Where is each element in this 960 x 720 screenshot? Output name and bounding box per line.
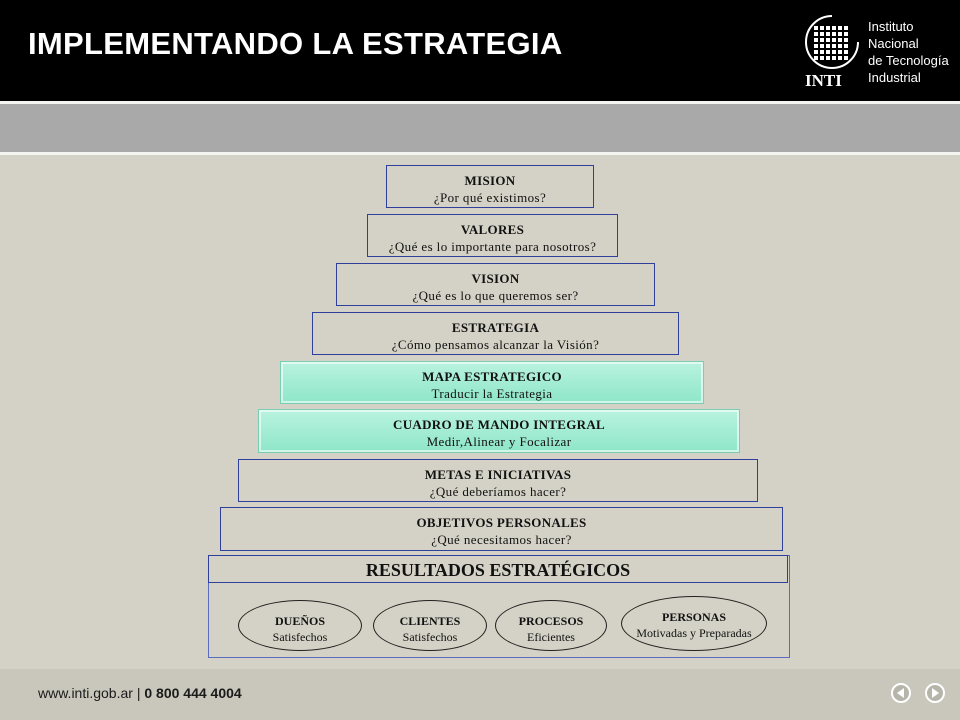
pyramid-level-vision: VISION ¿Qué es lo que queremos ser?: [336, 263, 655, 306]
next-slide-button[interactable]: [925, 683, 945, 703]
footer-phone: 0 800 444 4004: [144, 685, 242, 701]
pyramid-level-subtitle: ¿Cómo pensamos alcanzar la Visión?: [391, 337, 600, 352]
arrow-right-icon: [932, 688, 939, 698]
result-title: PERSONAS: [661, 610, 726, 624]
logo-line: de Tecnología: [868, 53, 949, 68]
band-divider: [0, 152, 960, 155]
logo-institution-name: Instituto Nacional de Tecnología Industr…: [868, 18, 949, 86]
arrow-left-icon: [897, 688, 904, 698]
result-title: PROCESOS: [518, 614, 584, 628]
pyramid-level-subtitle: ¿Por qué existimos?: [433, 190, 547, 205]
result-subtitle: Satisfechos: [402, 630, 458, 644]
result-title: DUEÑOS: [274, 614, 325, 628]
pyramid-level-mapa-estrategico: MAPA ESTRATEGICO Traducir la Estrategia: [280, 361, 704, 404]
logo-line: Instituto: [868, 19, 914, 34]
footer-url[interactable]: www.inti.gob.ar: [38, 685, 133, 701]
header-divider: [0, 101, 960, 104]
result-procesos: PROCESOS Eficientes: [495, 600, 607, 651]
result-duenos: DUEÑOS Satisfechos: [238, 600, 362, 651]
pyramid-level-valores: VALORES ¿Qué es lo importante para nosot…: [367, 214, 618, 257]
page-title: IMPLEMENTANDO LA ESTRATEGIA: [28, 26, 563, 61]
pyramid-level-subtitle: ¿Qué es lo que queremos ser?: [412, 288, 579, 303]
pyramid-level-title: CUADRO DE MANDO INTEGRAL: [393, 417, 605, 432]
result-personas: PERSONAS Motivadas y Preparadas: [621, 596, 767, 651]
result-title: CLIENTES: [399, 614, 461, 628]
pyramid-level-subtitle: ¿Qué necesitamos hacer?: [431, 532, 572, 547]
pyramid-level-subtitle: ¿Qué deberíamos hacer?: [429, 484, 567, 499]
logo-line: Nacional: [868, 36, 919, 51]
pyramid-level-metas: METAS E INICIATIVAS ¿Qué deberíamos hace…: [238, 459, 758, 502]
pyramid-level-objetivos: OBJETIVOS PERSONALES ¿Qué necesitamos ha…: [220, 507, 783, 551]
footer-separator: |: [132, 685, 145, 701]
inti-wordmark: INTI: [805, 71, 842, 90]
pyramid-level-title: OBJETIVOS PERSONALES: [416, 515, 587, 530]
result-subtitle: Satisfechos: [272, 630, 328, 644]
footer-bar: www.inti.gob.ar | 0 800 444 4004: [0, 669, 960, 720]
pyramid-level-mision: MISION ¿Por qué existimos?: [386, 165, 594, 208]
pyramid-level-cuadro-de-mando: CUADRO DE MANDO INTEGRAL Medir,Alinear y…: [258, 409, 740, 453]
pyramid-level-title: VISION: [471, 271, 520, 286]
results-panel: RESULTADOS ESTRATÉGICOS DUEÑOS Satisfech…: [208, 555, 790, 658]
footer-contact: www.inti.gob.ar | 0 800 444 4004: [38, 685, 242, 701]
result-subtitle: Eficientes: [527, 630, 575, 644]
pyramid-level-subtitle: Medir,Alinear y Focalizar: [426, 434, 572, 449]
results-title: RESULTADOS ESTRATÉGICOS: [208, 555, 788, 583]
pyramid-level-subtitle: Traducir la Estrategia: [431, 386, 553, 401]
pyramid-level-title: MISION: [464, 173, 516, 188]
inti-logo: INTI Instituto Nacional de Tecnología In…: [802, 12, 952, 92]
pyramid-level-subtitle: ¿Qué es lo importante para nosotros?: [388, 239, 597, 254]
pyramid-level-title: ESTRATEGIA: [451, 320, 540, 335]
logo-line: Industrial: [868, 70, 921, 85]
pyramid-level-title: VALORES: [460, 222, 525, 237]
pyramid-level-estrategia: ESTRATEGIA ¿Cómo pensamos alcanzar la Vi…: [312, 312, 679, 355]
prev-slide-button[interactable]: [891, 683, 911, 703]
result-clientes: CLIENTES Satisfechos: [373, 600, 487, 651]
subheader-band: [0, 104, 960, 152]
inti-logo-mark: INTI: [805, 15, 859, 90]
pyramid-level-title: MAPA ESTRATEGICO: [422, 369, 562, 384]
result-subtitle: Motivadas y Preparadas: [636, 626, 752, 640]
pyramid-level-title: METAS E INICIATIVAS: [424, 467, 572, 482]
header-bar: IMPLEMENTANDO LA ESTRATEGIA INTI Institu…: [0, 0, 960, 101]
